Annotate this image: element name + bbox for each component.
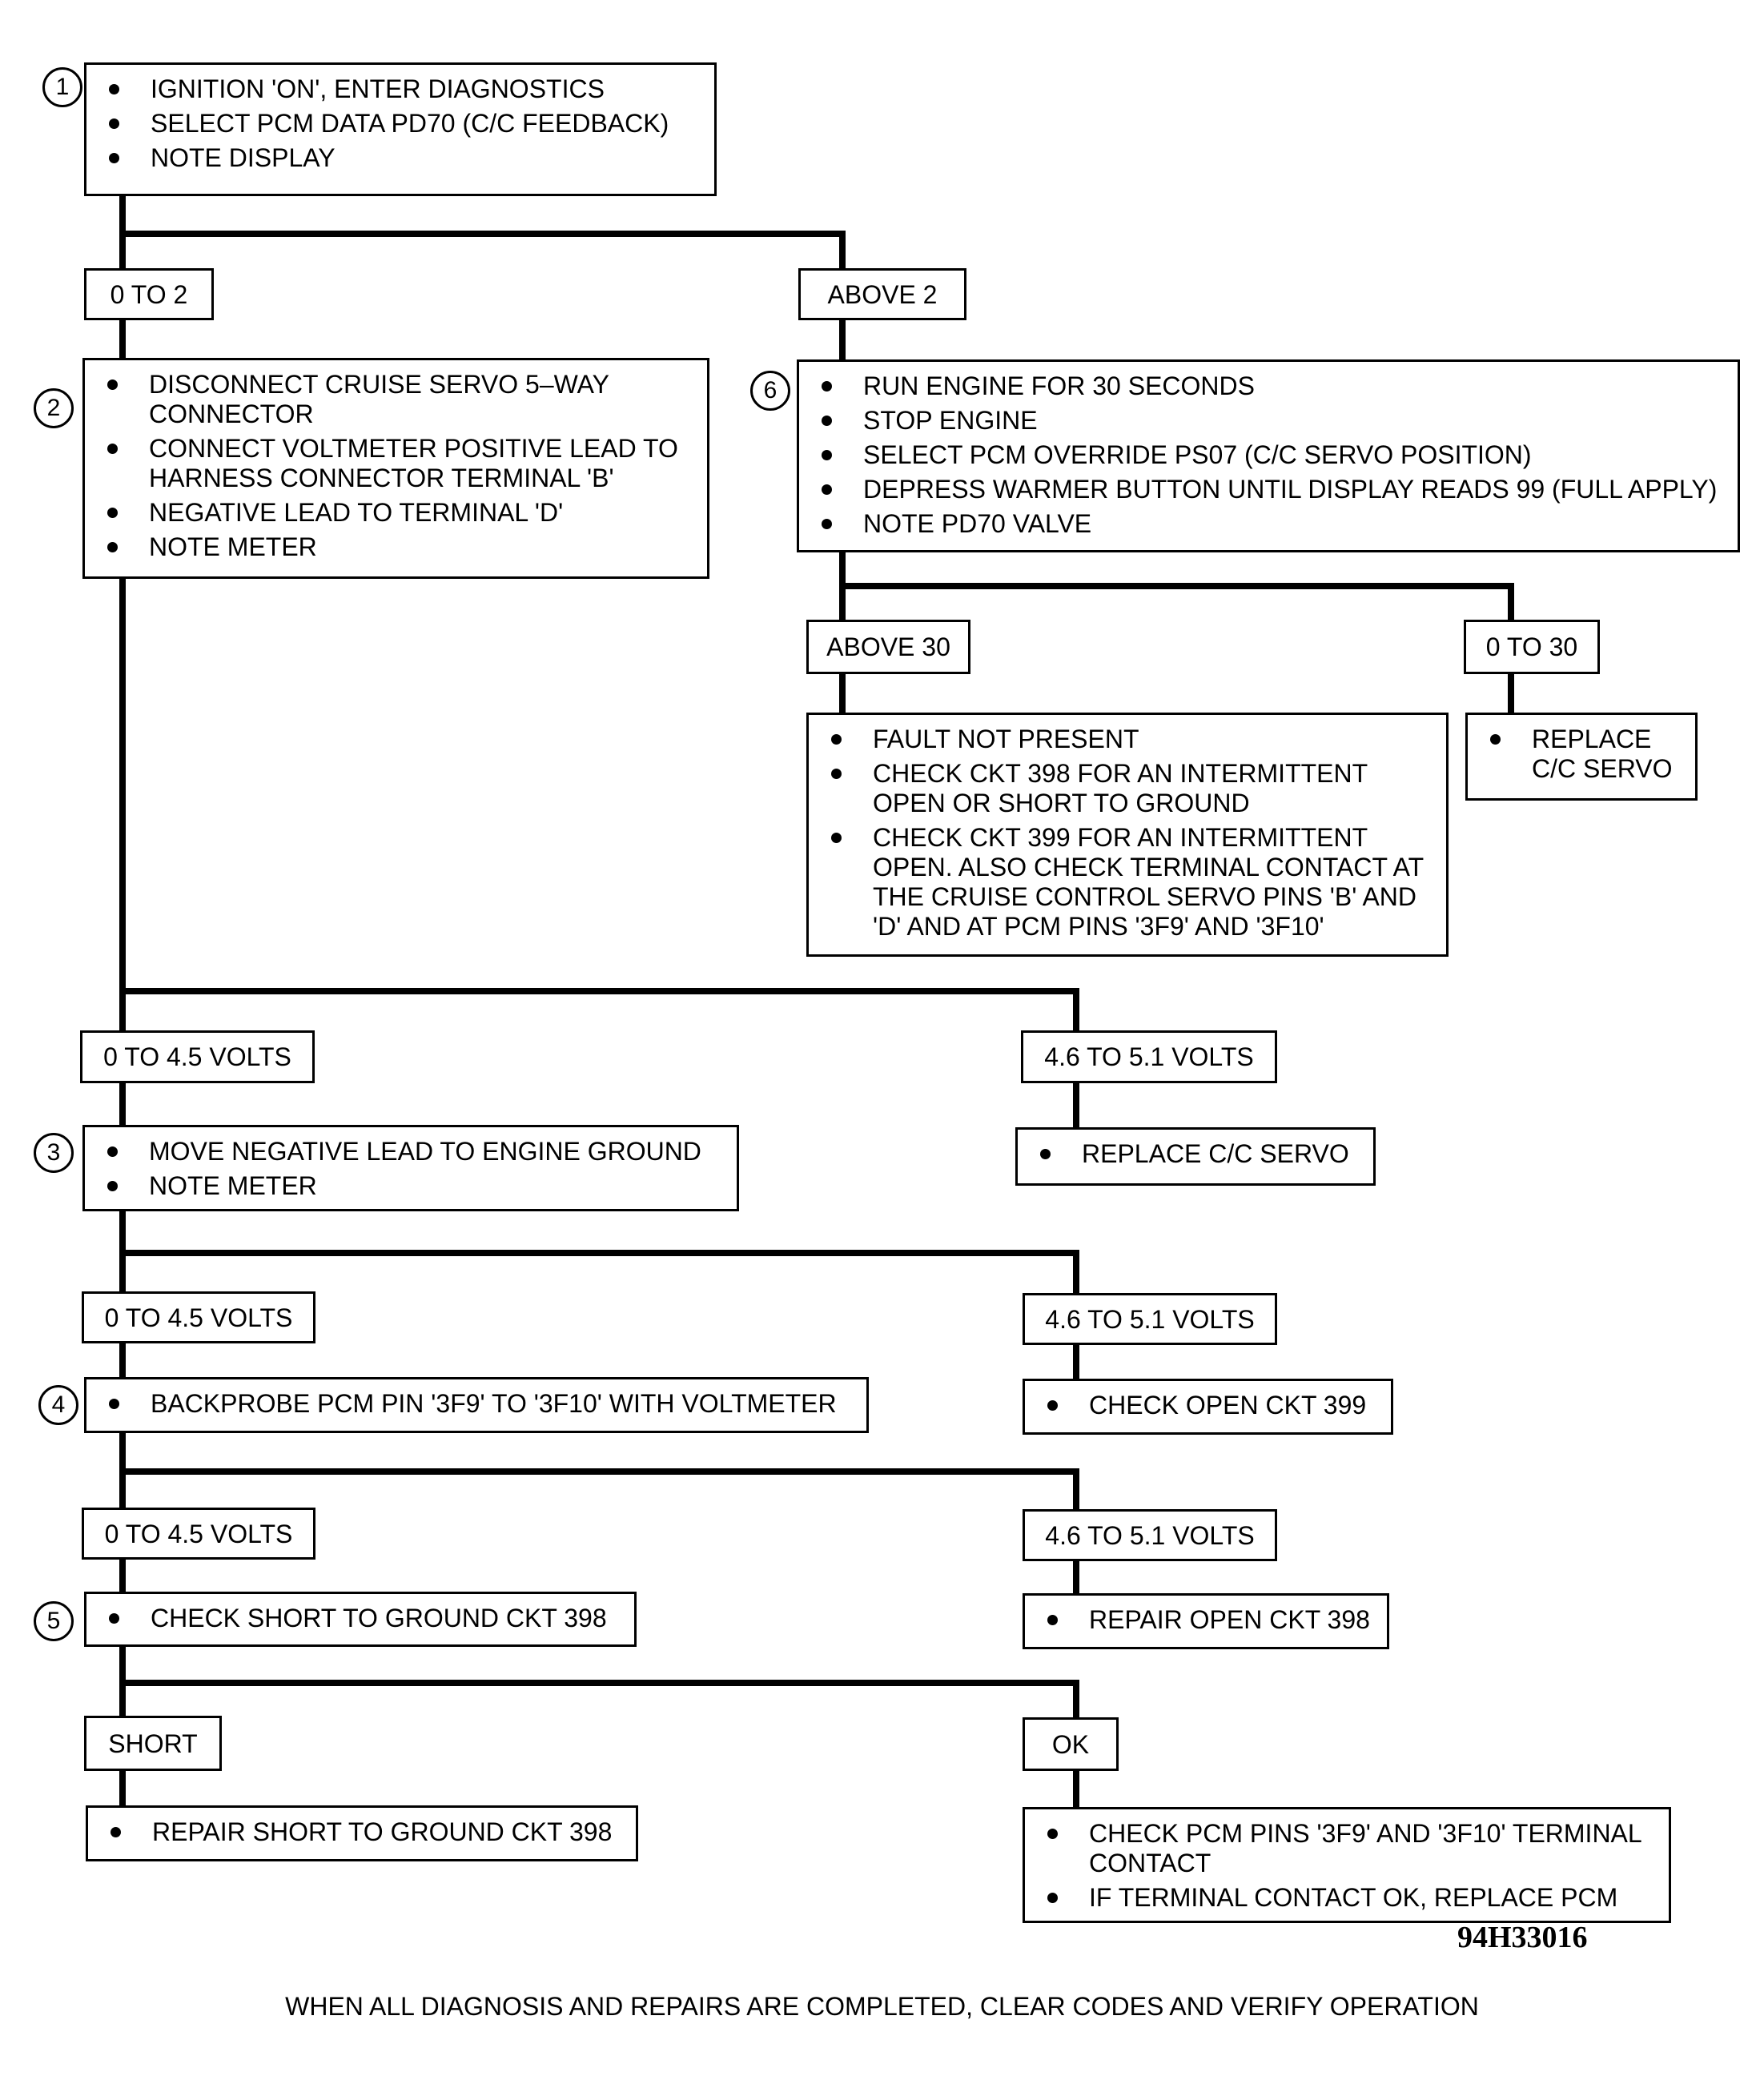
step-5-item: CHECK SHORT TO GROUND CKT 398 (98, 1604, 623, 1633)
step-2-item: NOTE METER (96, 532, 696, 562)
result-item: REPAIR SHORT TO GROUND CKT 398 (99, 1817, 625, 1847)
step-6-item: RUN ENGINE FOR 30 SECONDS (810, 371, 1726, 401)
step-2-item: NEGATIVE LEAD TO TERMINAL 'D' (96, 498, 696, 528)
result-item: REPAIR OPEN CKT 398 (1036, 1605, 1376, 1635)
branch-label-0-to-2: 0 TO 2 (84, 268, 214, 320)
result-item: CHECK CKT 398 FOR AN INTERMITTENT OPEN O… (820, 759, 1435, 818)
step-6-box: RUN ENGINE FOR 30 SECONDS STOP ENGINE SE… (797, 359, 1740, 552)
step-6-item: DEPRESS WARMER BUTTON UNTIL DISPLAY READ… (810, 475, 1726, 504)
step-1-item: SELECT PCM DATA PD70 (C/C FEEDBACK) (98, 109, 703, 139)
step-5-box: CHECK SHORT TO GROUND CKT 398 (84, 1592, 637, 1647)
branch-label-s4-high: 4.6 TO 5.1 VOLTS (1023, 1509, 1277, 1561)
result-replace-cc-servo-upper: REPLACE C/C SERVO (1465, 713, 1698, 801)
step-3-item: NOTE METER (96, 1171, 725, 1201)
branch-label-0-to-30: 0 TO 30 (1464, 620, 1600, 674)
step-6-item: NOTE PD70 VALVE (810, 509, 1726, 539)
result-item: CHECK CKT 399 FOR AN INTERMITTENT OPEN. … (820, 823, 1435, 942)
step-1-item: IGNITION 'ON', ENTER DIAGNOSTICS (98, 74, 703, 104)
connector-s4-to-high (119, 1468, 1079, 1512)
step-4-item: BACKPROBE PCM PIN '3F9' TO '3F10' WITH V… (98, 1389, 855, 1419)
step-1-number: 1 (42, 67, 82, 107)
result-item: FAULT NOT PRESENT (820, 725, 1435, 754)
branch-label-s2-high: 4.6 TO 5.1 VOLTS (1021, 1030, 1277, 1083)
branch-label-s3-high: 4.6 TO 5.1 VOLTS (1023, 1293, 1277, 1345)
step-2-number: 2 (34, 388, 74, 428)
branch-label-short: SHORT (84, 1716, 222, 1771)
result-item: REPLACE C/C SERVO (1479, 725, 1684, 784)
connector-s1-to-above2 (119, 231, 846, 271)
result-item: IF TERMINAL CONTACT OK, REPLACE PCM (1036, 1883, 1658, 1913)
result-check-pcm-pins: CHECK PCM PINS '3F9' AND '3F10' TERMINAL… (1023, 1807, 1671, 1923)
step-2-item: DISCONNECT CRUISE SERVO 5–WAY CONNECTOR (96, 370, 696, 429)
branch-label-s2-low: 0 TO 4.5 VOLTS (80, 1030, 315, 1083)
step-6-item: STOP ENGINE (810, 406, 1726, 436)
step-3-number: 3 (34, 1133, 74, 1173)
figure-id: 94H33016 (1457, 1921, 1588, 1954)
connector-s6-to-0to30 (839, 583, 1514, 623)
result-item: REPLACE C/C SERVO (1029, 1139, 1362, 1169)
step-1-box: IGNITION 'ON', ENTER DIAGNOSTICS SELECT … (84, 62, 717, 196)
step-6-number: 6 (750, 371, 790, 411)
step-3-item: MOVE NEGATIVE LEAD TO ENGINE GROUND (96, 1137, 725, 1166)
step-2-item: CONNECT VOLTMETER POSITIVE LEAD TO HARNE… (96, 434, 696, 493)
step-5-number: 5 (34, 1601, 74, 1641)
result-item: CHECK PCM PINS '3F9' AND '3F10' TERMINAL… (1036, 1819, 1658, 1878)
branch-label-s4-low: 0 TO 4.5 VOLTS (82, 1508, 315, 1560)
result-repair-open-ckt-398: REPAIR OPEN CKT 398 (1023, 1593, 1389, 1649)
result-replace-cc-servo: REPLACE C/C SERVO (1015, 1127, 1376, 1186)
step-4-number: 4 (38, 1385, 78, 1425)
branch-label-s3-low: 0 TO 4.5 VOLTS (82, 1291, 315, 1343)
result-check-open-ckt-399: CHECK OPEN CKT 399 (1023, 1379, 1393, 1435)
branch-label-above-30: ABOVE 30 (806, 620, 970, 674)
branch-label-above-2: ABOVE 2 (798, 268, 966, 320)
result-repair-short-ckt-398: REPAIR SHORT TO GROUND CKT 398 (86, 1805, 638, 1861)
connector-s5-to-ok (119, 1680, 1079, 1721)
connector-s2-to-high (119, 988, 1079, 1034)
step-2-box: DISCONNECT CRUISE SERVO 5–WAY CONNECTOR … (82, 358, 709, 579)
connector-s3-to-high (119, 1250, 1079, 1296)
result-item: CHECK OPEN CKT 399 (1036, 1391, 1380, 1420)
footer-note: WHEN ALL DIAGNOSIS AND REPAIRS ARE COMPL… (285, 1992, 1479, 2021)
step-6-item: SELECT PCM OVERRIDE PS07 (C/C SERVO POSI… (810, 440, 1726, 470)
step-4-box: BACKPROBE PCM PIN '3F9' TO '3F10' WITH V… (84, 1377, 869, 1433)
result-fault-not-present: FAULT NOT PRESENT CHECK CKT 398 FOR AN I… (806, 713, 1449, 957)
branch-label-ok: OK (1023, 1717, 1119, 1771)
step-3-box: MOVE NEGATIVE LEAD TO ENGINE GROUND NOTE… (82, 1125, 739, 1211)
step-1-item: NOTE DISPLAY (98, 143, 703, 173)
